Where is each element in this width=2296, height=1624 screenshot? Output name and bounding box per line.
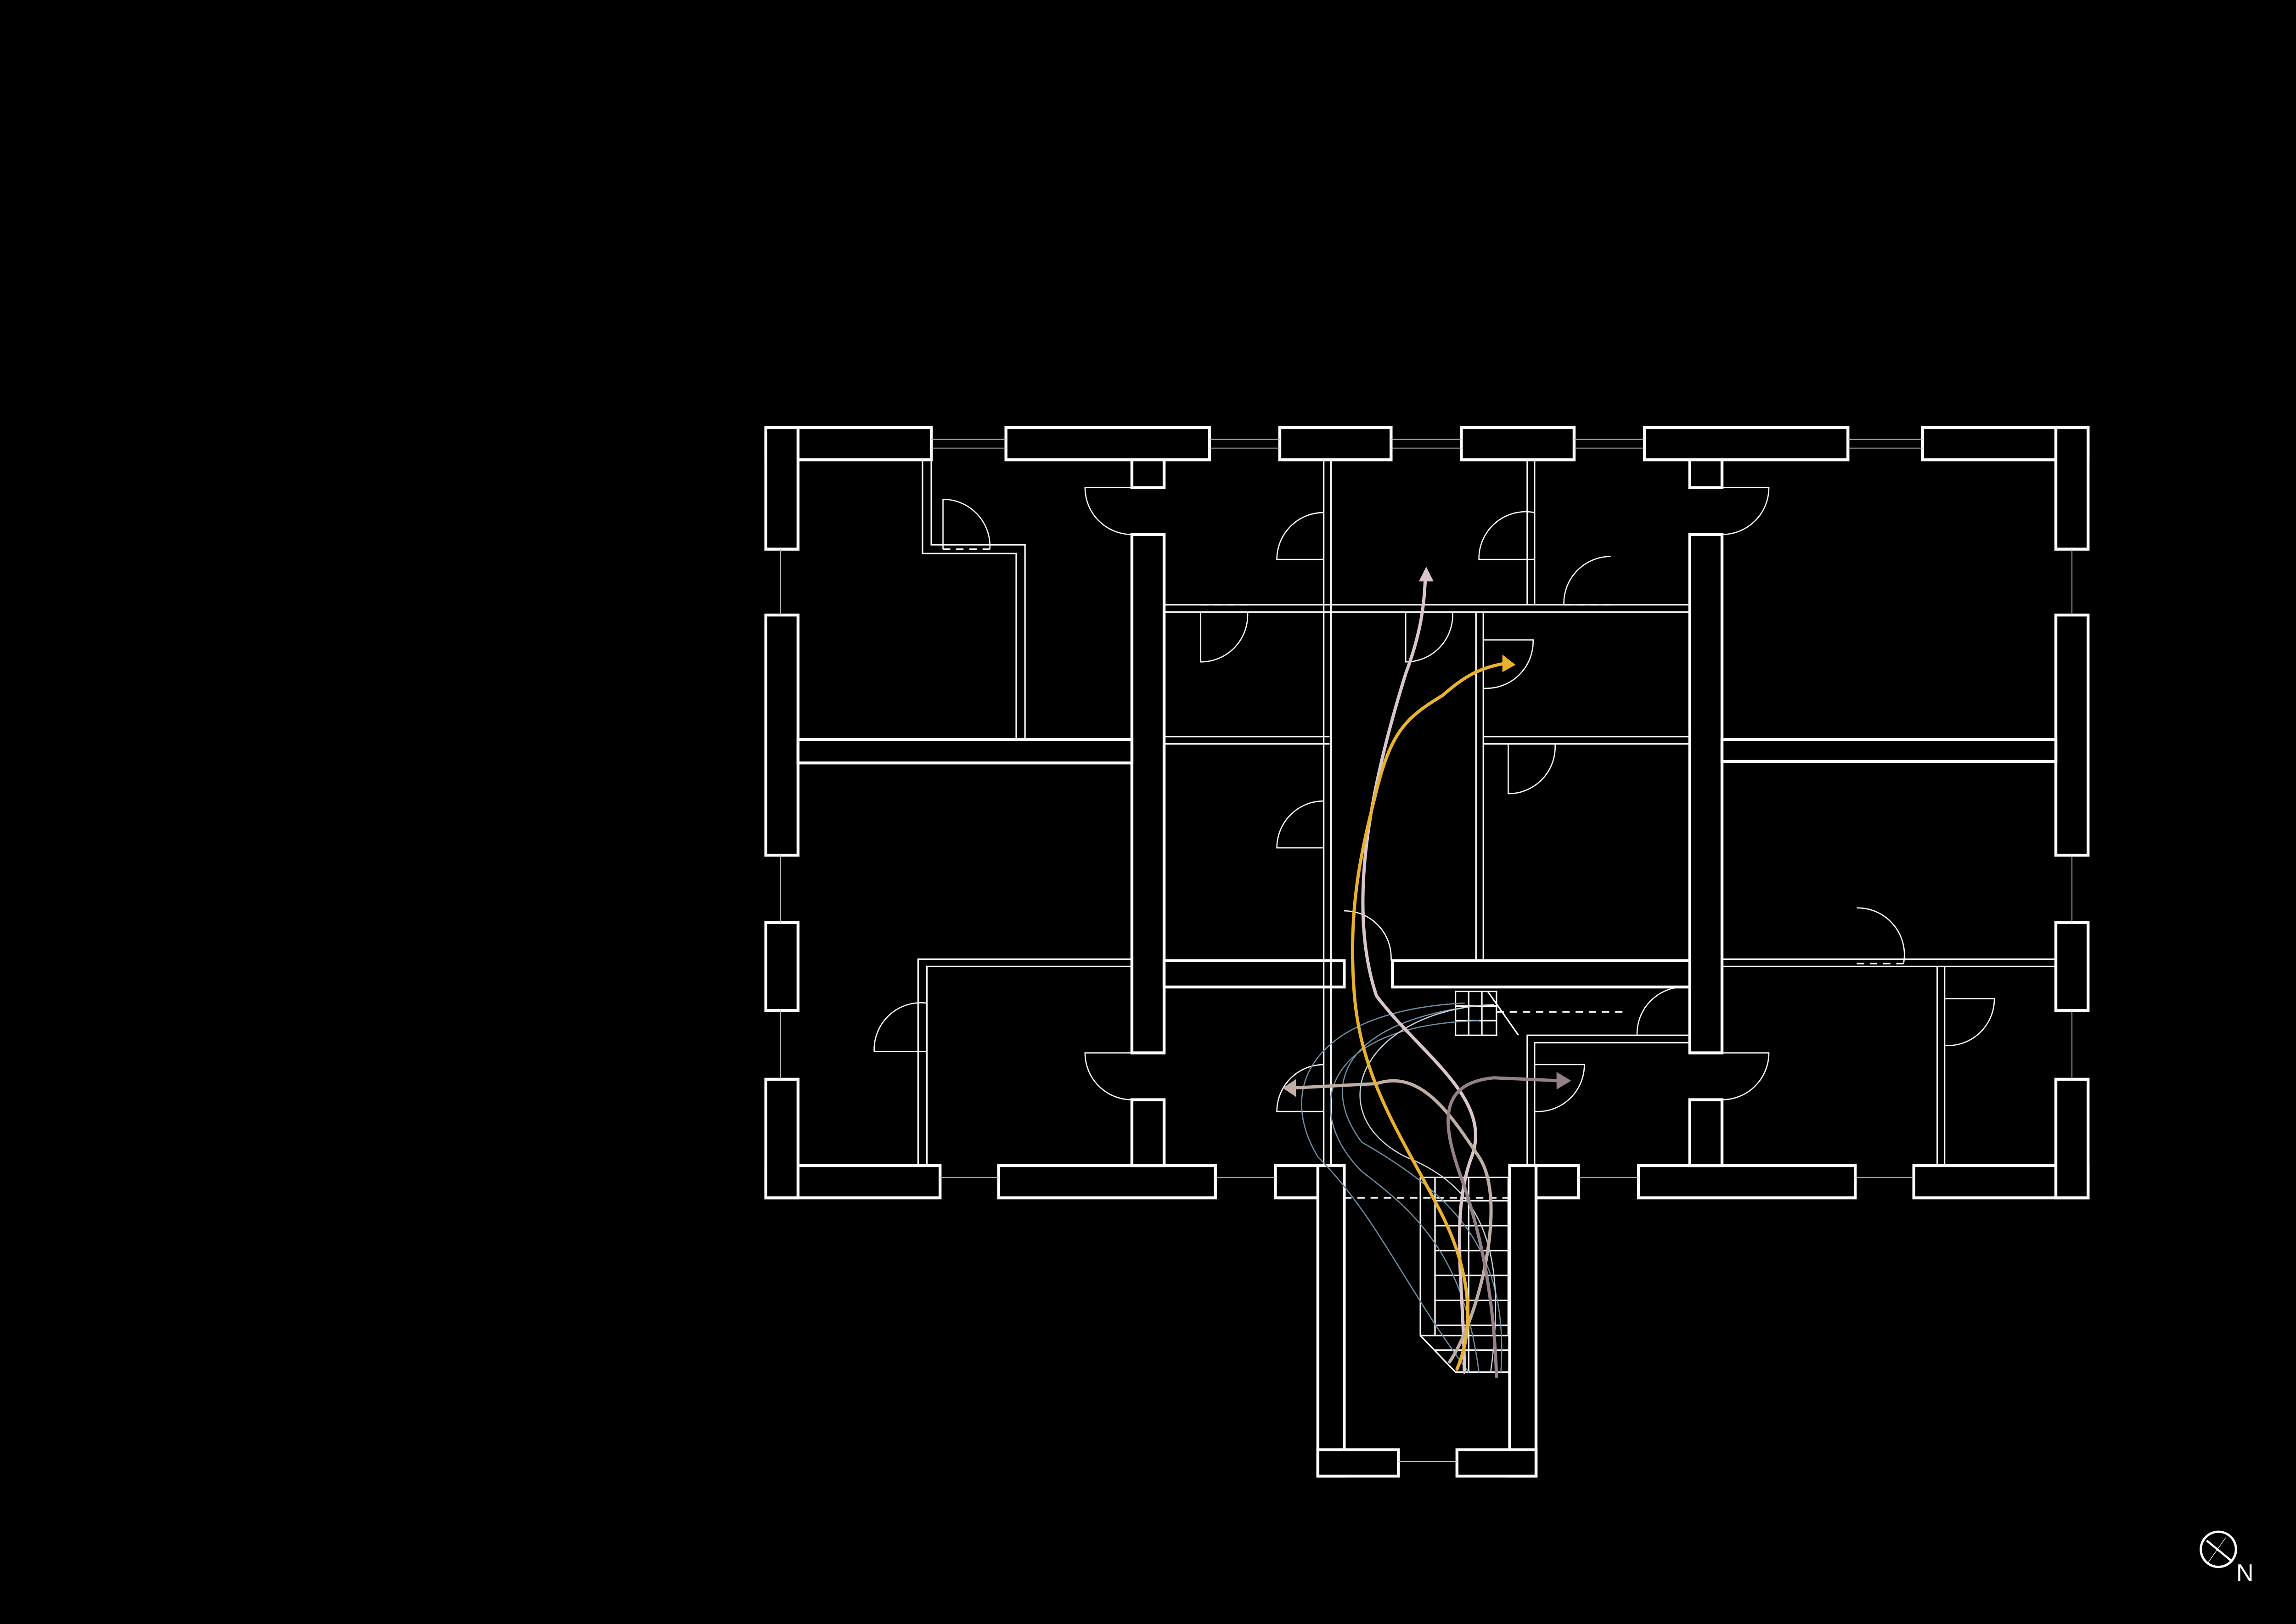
circulation-paths xyxy=(1283,566,1571,1378)
path-mauve xyxy=(1446,1076,1561,1378)
partitions xyxy=(917,460,2056,1166)
path-primary xyxy=(1351,661,1507,1371)
north-label: N xyxy=(2236,1560,2254,1586)
windows xyxy=(780,439,2073,1462)
exterior-walls xyxy=(764,426,2090,1478)
path-light xyxy=(1361,572,1477,1374)
arrowhead-yellow xyxy=(1502,654,1516,672)
path-blue-light xyxy=(1359,1004,1497,1373)
north-arrow-icon xyxy=(2200,1530,2237,1568)
arrowhead-up xyxy=(1418,566,1434,581)
door-openings xyxy=(943,548,1904,1199)
door-swings xyxy=(873,487,1995,1112)
path-beige xyxy=(1289,1079,1493,1364)
arrowhead-right xyxy=(1556,1071,1571,1090)
arrowhead-left xyxy=(1283,1079,1296,1097)
